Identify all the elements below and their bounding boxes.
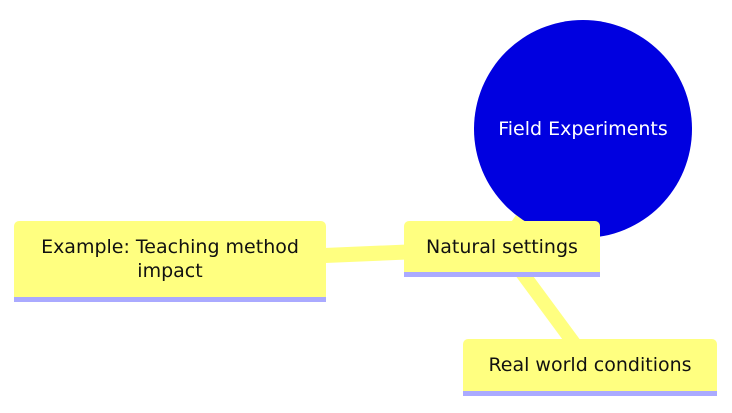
node-label: Natural settings — [426, 235, 578, 258]
root-node-field-experiments[interactable]: Field Experiments — [474, 20, 692, 238]
node-natural-settings[interactable]: Natural settings — [404, 221, 600, 277]
node-label: Real world conditions — [488, 354, 692, 376]
node-real-world-conditions[interactable]: Real world conditions — [463, 339, 717, 396]
node-example-teaching-method[interactable]: Example: Teaching method impact — [14, 221, 326, 302]
node-label: Example: Teaching method impact — [41, 236, 299, 282]
root-node-label: Field Experiments — [498, 118, 668, 140]
